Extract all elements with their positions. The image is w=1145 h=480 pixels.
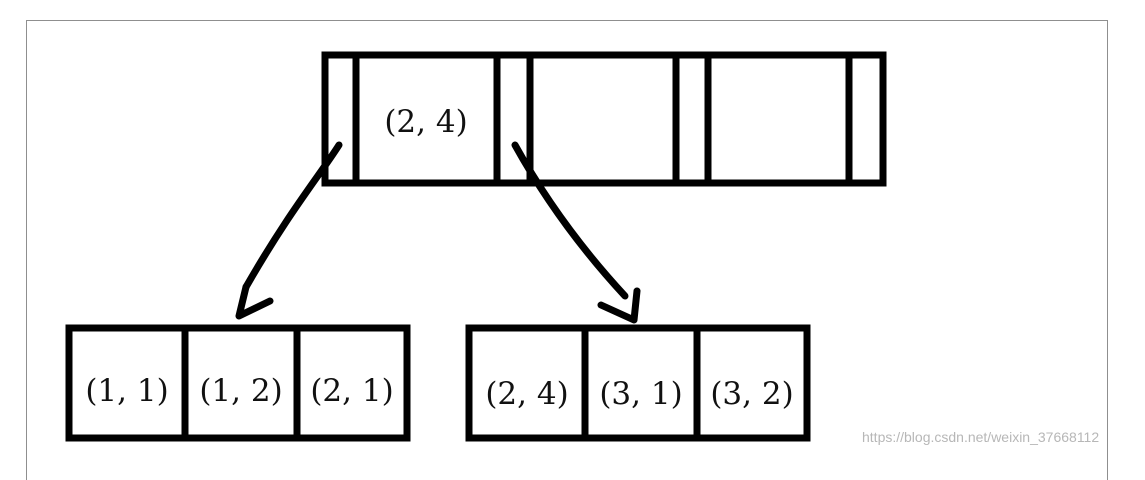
right-leaf-node: (2, 4) (3, 1) (3, 2) — [465, 324, 811, 442]
left-leaf-key: (1, 1) — [85, 373, 168, 409]
right-leaf-key: (3, 1) — [599, 376, 682, 412]
watermark-url: https://blog.csdn.net/weixin_37668112 — [862, 429, 1100, 445]
right-leaf-key: (2, 4) — [485, 376, 568, 412]
left-pointer-arrow — [242, 141, 343, 291]
left-leaf-key: (1, 2) — [199, 373, 282, 409]
diagram-frame — [26, 20, 1108, 480]
root-node: (2, 4) — [321, 51, 887, 187]
b-plus-tree-diagram: (2, 4) (1, 1) (1, 2) (2, 1) (2, 4) (3, 1… — [65, 51, 887, 442]
left-leaf-outline — [65, 324, 411, 442]
right-leaf-key: (3, 2) — [710, 376, 793, 412]
left-leaf-key: (2, 1) — [310, 373, 393, 409]
root-key: (2, 4) — [384, 104, 467, 140]
root-node-outline — [321, 51, 887, 187]
pointer-arrows — [235, 141, 641, 324]
right-leaf-outline — [465, 324, 811, 442]
left-leaf-node: (1, 1) (1, 2) (2, 1) — [65, 324, 411, 442]
right-pointer-arrow — [511, 141, 629, 300]
left-arrowhead — [235, 283, 274, 320]
right-arrowhead — [597, 287, 641, 324]
